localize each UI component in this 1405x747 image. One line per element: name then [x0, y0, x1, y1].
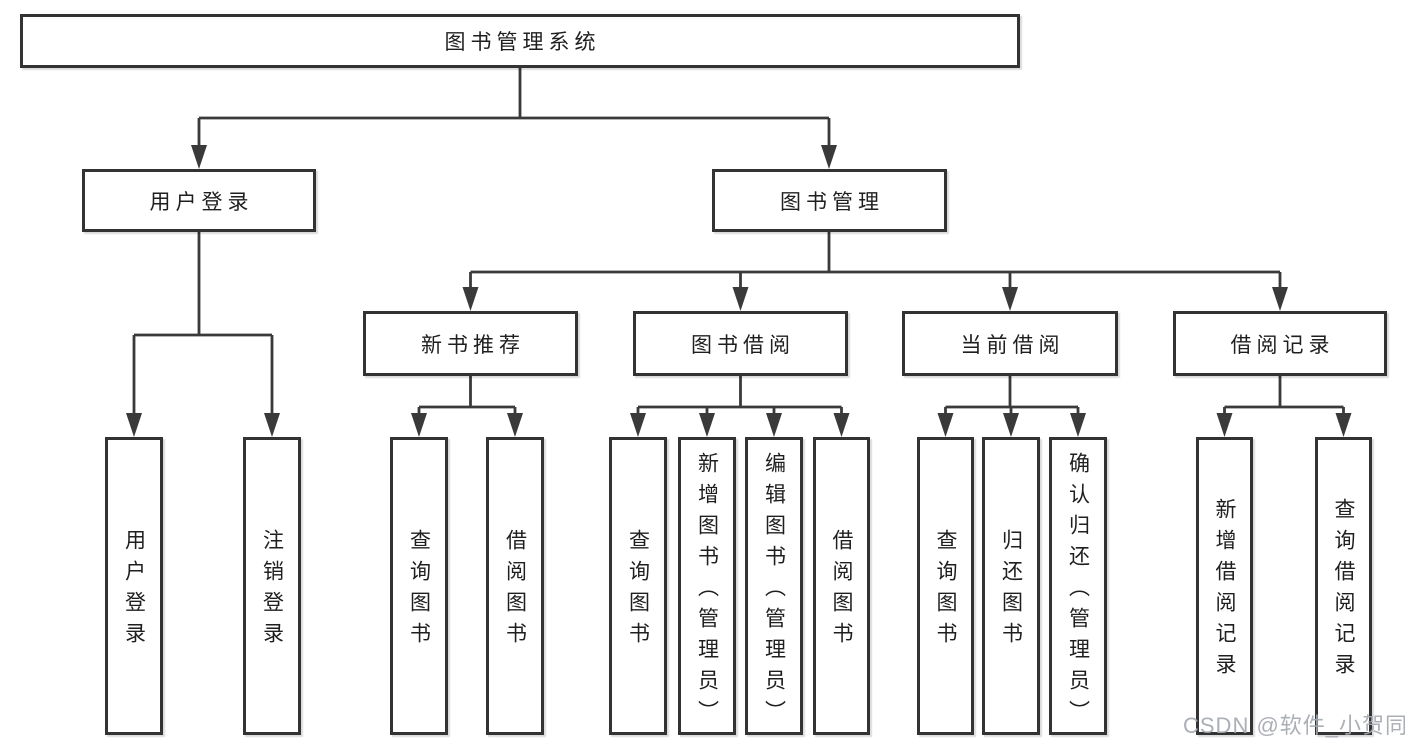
node-add-borrow-record: 新增借阅记录 — [1196, 437, 1253, 735]
node-confirm-return-admin: 确认归还（管理员） — [1049, 437, 1107, 735]
node-query-books-newbook: 查询图书 — [390, 437, 448, 735]
node-user-login-leaf: 用户登录 — [105, 437, 163, 735]
node-query-borrow-record: 查询借阅记录 — [1315, 437, 1372, 735]
node-borrow-books-newbook: 借阅图书 — [486, 437, 544, 735]
node-edit-book-admin: 编辑图书（管理员） — [745, 437, 803, 735]
node-book-management: 图书管理 — [712, 169, 947, 232]
node-borrow-books-borrowing: 借阅图书 — [813, 437, 870, 735]
node-query-books-borrowing: 查询图书 — [609, 437, 667, 735]
node-current-borrowing: 当前借阅 — [902, 311, 1118, 376]
node-query-books-current: 查询图书 — [917, 437, 974, 735]
node-add-book-admin: 新增图书（管理员） — [678, 437, 736, 735]
node-return-books: 归还图书 — [982, 437, 1040, 735]
node-user-login-branch: 用户登录 — [82, 169, 316, 232]
node-borrowing-records: 借阅记录 — [1173, 311, 1387, 376]
node-book-borrowing: 图书借阅 — [633, 311, 848, 376]
csdn-watermark: CSDN @软件_小贺同学 — [1183, 713, 1405, 738]
node-logout: 注销登录 — [243, 437, 301, 735]
node-new-book-recommendation: 新书推荐 — [363, 311, 578, 376]
node-library-management-system: 图书管理系统 — [20, 14, 1020, 68]
